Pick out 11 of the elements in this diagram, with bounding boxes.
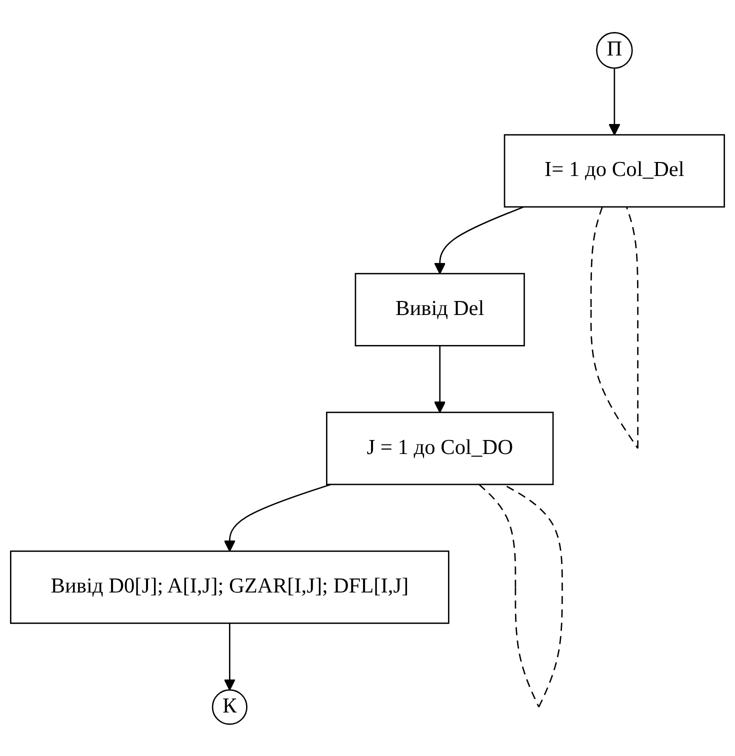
node-box: Вивід D0[J]; A[I,J]; GZAR[I,J]; DFL[I,J] — [10, 550, 450, 624]
node-box: Вивід Del — [354, 272, 525, 346]
arrow — [434, 345, 446, 412]
node-circle: П — [596, 32, 633, 68]
arrow — [434, 206, 524, 274]
node-box: I= 1 до Col_Del — [504, 134, 725, 208]
node-box: J = 1 до Col_DO — [326, 411, 554, 485]
arrow — [224, 483, 331, 552]
arrow — [224, 622, 236, 690]
node-circle: К — [212, 688, 248, 724]
arrow — [608, 68, 620, 135]
